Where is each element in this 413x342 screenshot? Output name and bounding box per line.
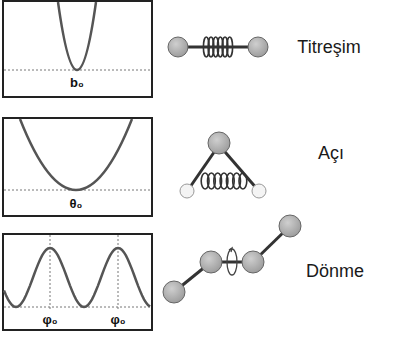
atom — [168, 37, 188, 57]
axis-label: φ₀ — [42, 313, 57, 326]
axis-label: b₀ — [70, 76, 84, 89]
plot-frame — [3, 1, 152, 97]
min-marker — [118, 235, 119, 309]
rotation-arrow — [227, 249, 237, 275]
motion-label: Dönme — [306, 262, 364, 280]
atom — [163, 281, 185, 303]
axis-label: φ₀ — [110, 313, 125, 326]
spring-coil — [227, 37, 233, 57]
plot-frame — [3, 118, 152, 216]
atom — [180, 184, 194, 198]
atom — [248, 37, 268, 57]
spring-coil — [239, 173, 247, 189]
spring — [203, 37, 232, 57]
atom — [252, 184, 266, 198]
axis-label: θ₀ — [70, 197, 83, 210]
spring — [201, 173, 247, 189]
torsion-potential — [4, 248, 150, 307]
bond-potential — [58, 2, 96, 70]
angle-potential — [20, 119, 132, 190]
atom — [208, 132, 230, 154]
motion-label: Açı — [318, 144, 344, 162]
plot-frame — [3, 234, 152, 330]
atom — [200, 251, 222, 273]
baseline — [4, 307, 151, 308]
atom — [242, 251, 264, 273]
motion-label: Titreşim — [297, 38, 360, 56]
rotation-arrowhead — [229, 248, 232, 252]
atom — [279, 215, 301, 237]
min-marker — [50, 235, 51, 309]
